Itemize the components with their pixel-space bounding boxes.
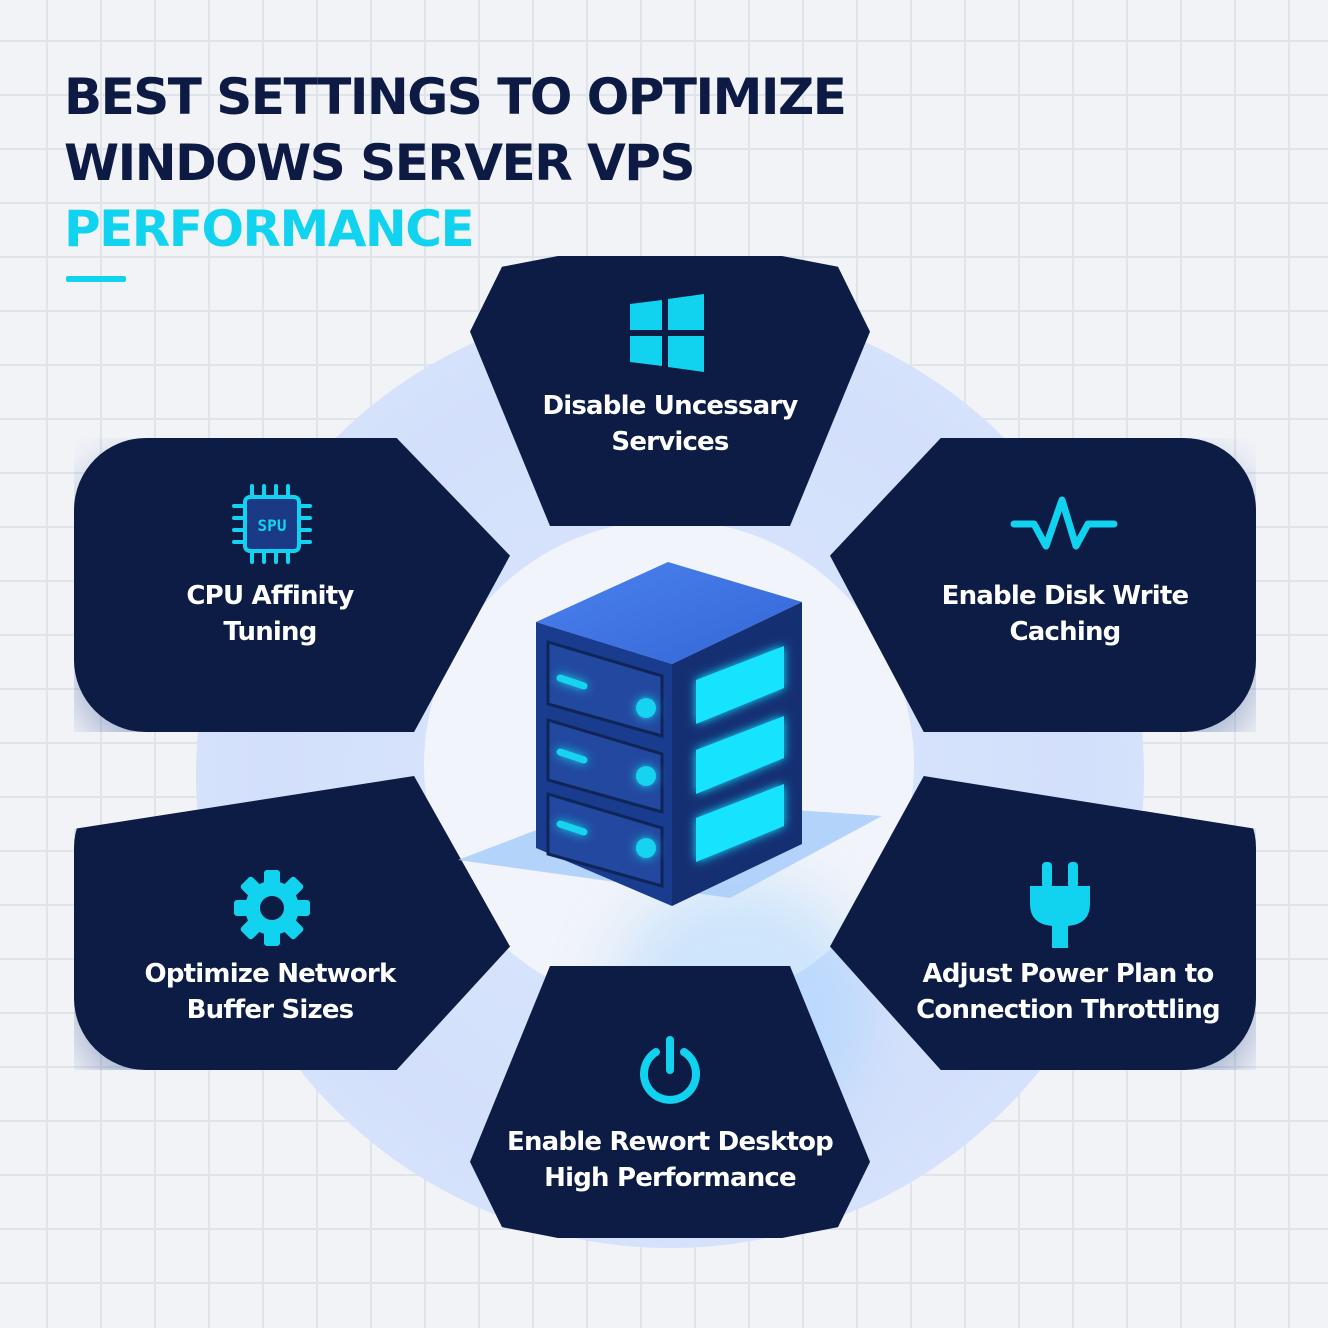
card-power-plan: Adjust Power Plan to Connection Throttli… bbox=[830, 776, 1256, 1070]
card-label-line-1: CPU Affinity bbox=[186, 581, 354, 611]
card-label-line-1: Enable Disk Write bbox=[941, 581, 1190, 611]
card-label-line-2: Connection Throttling bbox=[916, 995, 1221, 1025]
card-network-buffer: Optimize Network Buffer Sizes bbox=[74, 776, 510, 1070]
card-label-line-1: Optimize Network bbox=[144, 959, 397, 989]
card-label-line-2: Services bbox=[611, 427, 729, 457]
card-label: CPU Affinity Tuning bbox=[74, 578, 466, 650]
cpu-chip-icon: SPU bbox=[232, 484, 312, 564]
page-title: BEST SETTINGS TO OPTIMIZE WINDOWS SERVER… bbox=[64, 64, 847, 262]
card-cpu-affinity: SPU CPU Affinity Tuning bbox=[74, 438, 510, 732]
card-disable-services: Disable Uncessary Services bbox=[470, 256, 870, 526]
card-label: Enable Disk Write Caching bbox=[874, 578, 1256, 650]
power-plug-icon bbox=[1030, 862, 1090, 948]
gear-icon bbox=[234, 870, 310, 946]
card-label-line-1: Adjust Power Plan to bbox=[922, 959, 1215, 989]
card-label-line-2: Buffer Sizes bbox=[186, 995, 355, 1025]
card-label-line-2: Tuning bbox=[223, 617, 317, 647]
card-label-line-2: Caching bbox=[1009, 617, 1122, 647]
card-remote-desktop: Enable Rewort Desktop High Performance bbox=[470, 966, 870, 1238]
card-label-line-1: Enable Rewort Desktop bbox=[507, 1127, 834, 1157]
server-rack-icon bbox=[458, 562, 882, 906]
chip-text: SPU bbox=[258, 516, 287, 535]
title-line-2: WINDOWS SERVER VPS bbox=[64, 134, 695, 192]
card-label: Disable Uncessary Services bbox=[470, 388, 870, 460]
card-disk-write-caching: Enable Disk Write Caching bbox=[830, 438, 1256, 732]
card-label: Optimize Network Buffer Sizes bbox=[74, 956, 466, 1028]
card-label-line-2: High Performance bbox=[544, 1163, 797, 1193]
windows-logo-icon bbox=[630, 294, 704, 372]
card-label-line-1: Disable Uncessary bbox=[542, 391, 798, 421]
waveform-icon bbox=[1010, 496, 1118, 550]
title-line-3: PERFORMANCE bbox=[64, 200, 475, 258]
title-underline bbox=[66, 276, 126, 282]
server-top-face bbox=[536, 562, 802, 664]
card-label: Adjust Power Plan to Connection Throttli… bbox=[880, 956, 1256, 1028]
power-button-icon bbox=[640, 1036, 700, 1104]
drive-bays bbox=[546, 639, 664, 888]
title-line-1: BEST SETTINGS TO OPTIMIZE bbox=[64, 68, 847, 126]
card-label: Enable Rewort Desktop High Performance bbox=[470, 1124, 870, 1196]
server-side-lights bbox=[696, 646, 784, 862]
